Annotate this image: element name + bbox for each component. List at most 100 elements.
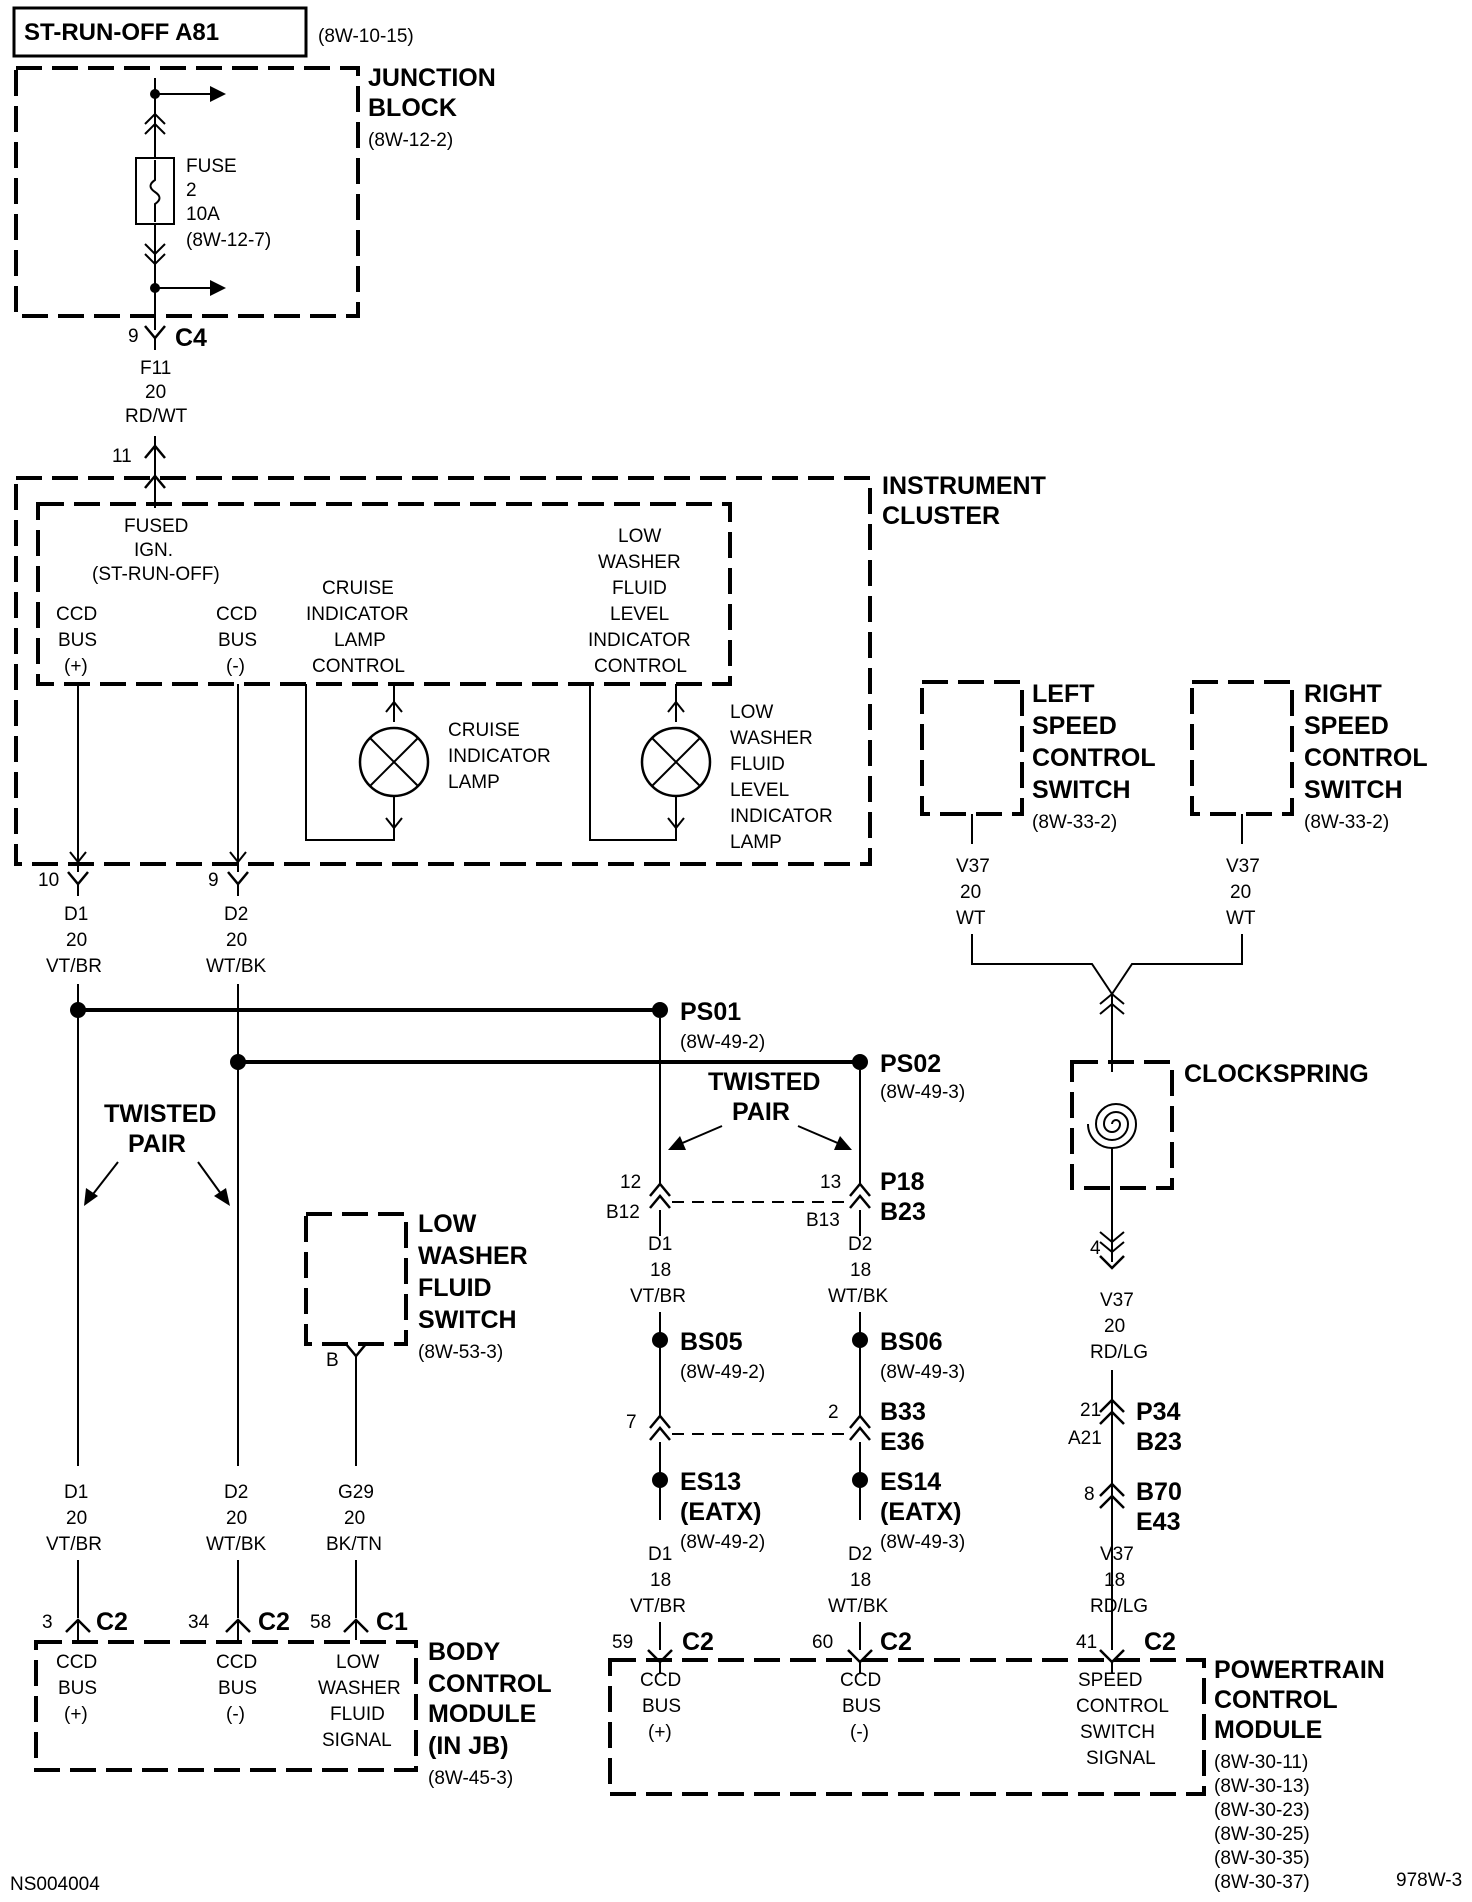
es13-sub: (EATX) [680, 1498, 761, 1526]
fuse-label-2: 2 [186, 180, 197, 201]
pcm-pin-3: 41 [1076, 1632, 1097, 1653]
wire-g29-circuit: G29 [338, 1482, 374, 1503]
b33-connector: B33 [880, 1398, 926, 1426]
wire-d2-top-circuit: D2 [224, 904, 248, 925]
wire-d1-top-circuit: D1 [64, 904, 88, 925]
bs06-label: BS06 [880, 1328, 943, 1356]
washer-switch-name-2: WASHER [418, 1242, 528, 1270]
left-switch-name-4: SWITCH [1032, 776, 1131, 804]
wire-v37-rdlg20-circuit: V37 [1100, 1290, 1134, 1311]
bcm-ccd-pos-1: CCD [56, 1652, 97, 1673]
fuse-label-4: (8W-12-7) [186, 230, 271, 251]
wire-d2-bot-gauge: 20 [226, 1508, 247, 1529]
wire-v37-left-gauge: 20 [960, 882, 981, 903]
wire-d2-bot-color: WT/BK [206, 1534, 266, 1555]
pcm-box [608, 1658, 1206, 1796]
ic-ccd-pos-2: BUS [58, 630, 97, 651]
wire-d2-18-a-circuit: D2 [848, 1234, 872, 1255]
wire-v37-left-color: WT [956, 908, 986, 929]
pcm-ccd-neg-3: (-) [850, 1722, 869, 1743]
wire-f11-circuit: F11 [140, 358, 171, 379]
ic-ccd-pos-3: (+) [64, 656, 88, 677]
ps01-label: PS01 [680, 998, 741, 1026]
cruise-lamp-2: INDICATOR [448, 746, 551, 767]
junction-block-box [14, 66, 360, 318]
washer-lamp-4: LEVEL [730, 780, 789, 801]
wire-v37-right-color: WT [1226, 908, 1256, 929]
pcm-name-2: CONTROL [1214, 1686, 1338, 1714]
instrument-cluster-name-2: CLUSTER [882, 502, 1000, 530]
pcm-ccd-pos-3: (+) [648, 1722, 672, 1743]
bcm-ref: (8W-45-3) [428, 1768, 513, 1789]
p18-pin-l-bot: B12 [606, 1202, 640, 1223]
wire-g29-color: BK/TN [326, 1534, 382, 1555]
bcm-conn-3: C1 [376, 1608, 408, 1636]
wire-d1-18-b-color: VT/BR [630, 1596, 686, 1617]
pcm-ref-1: (8W-30-11) [1214, 1752, 1308, 1773]
right-switch-name-4: SWITCH [1304, 776, 1403, 804]
wire-v37-rdlg18-color: RD/LG [1090, 1596, 1148, 1617]
p18-pin-r-top: 13 [820, 1172, 841, 1193]
wire-d1-18-a-gauge: 18 [650, 1260, 671, 1281]
pcm-speed-1: SPEED [1078, 1670, 1142, 1691]
cruise-lamp-3: LAMP [448, 772, 500, 793]
p34-pin-bot: A21 [1068, 1428, 1102, 1449]
wire-f11-color: RD/WT [125, 406, 188, 427]
pcm-conn-1: C2 [682, 1628, 714, 1656]
fused-ign-3: (ST-RUN-OFF) [92, 564, 220, 585]
washer-lamp-5: INDICATOR [730, 806, 833, 827]
wire-v37-right-gauge: 20 [1230, 882, 1251, 903]
cruise-ctrl-3: LAMP [334, 630, 386, 651]
wire-d2-18-b-color: WT/BK [828, 1596, 888, 1617]
bs05-label: BS05 [680, 1328, 743, 1356]
washer-ctrl-4: LEVEL [610, 604, 669, 625]
title: ST-RUN-OFF A81 [24, 19, 219, 46]
wire-d1-18-b-circuit: D1 [648, 1544, 672, 1565]
pcm-ccd-pos-2: BUS [642, 1696, 681, 1717]
right-speed-switch-box [1190, 680, 1294, 816]
wire-d2-18-a-color: WT/BK [828, 1286, 888, 1307]
pcm-speed-3: SWITCH [1080, 1722, 1155, 1743]
es14-ref: (8W-49-3) [880, 1532, 965, 1553]
instrument-cluster-inner-box [36, 502, 732, 686]
clockspring-label: CLOCKSPRING [1184, 1060, 1369, 1088]
washer-switch-name-4: SWITCH [418, 1306, 517, 1334]
wire-v37-right-circuit: V37 [1226, 856, 1260, 877]
ps01-splice [652, 1002, 668, 1018]
ic-ccd-pos-1: CCD [56, 604, 97, 625]
pcm-ref-4: (8W-30-25) [1214, 1824, 1310, 1845]
title-box [12, 6, 308, 58]
bcm-name-1: BODY [428, 1638, 501, 1666]
bcm-washer-4: SIGNAL [322, 1730, 392, 1751]
bcm-ccd-neg-1: CCD [216, 1652, 257, 1673]
bs05-splice [652, 1332, 668, 1348]
bcm-ccd-neg-3: (-) [226, 1704, 245, 1725]
bcm-ccd-neg-2: BUS [218, 1678, 257, 1699]
p34-connector: P34 [1136, 1398, 1181, 1426]
bcm-ccd-pos-2: BUS [58, 1678, 97, 1699]
p18-connector: P18 [880, 1168, 925, 1196]
bcm-washer-3: FLUID [330, 1704, 385, 1725]
bs06-ref: (8W-49-3) [880, 1362, 965, 1383]
wire-d2-bot-circuit: D2 [224, 1482, 248, 1503]
washer-switch-name-3: FLUID [418, 1274, 492, 1302]
twisted-pair-mid-2: PAIR [732, 1098, 790, 1126]
e43-connector: E43 [1136, 1508, 1180, 1536]
wire-d2-top-color: WT/BK [206, 956, 266, 977]
washer-lamp-6: LAMP [730, 832, 782, 853]
es13-label: ES13 [680, 1468, 741, 1496]
instrument-cluster-name-1: INSTRUMENT [882, 472, 1046, 500]
clockspring-box [1070, 1060, 1174, 1190]
ps02-ref: (8W-49-3) [880, 1082, 965, 1103]
bcm-pin-3: 58 [310, 1612, 331, 1633]
wire-v37-rdlg20-color: RD/LG [1090, 1342, 1148, 1363]
wire-v37-left-circuit: V37 [956, 856, 990, 877]
pcm-conn-3: C2 [1144, 1628, 1176, 1656]
pcm-ref-3: (8W-30-23) [1214, 1800, 1310, 1821]
pcm-ccd-neg-2: BUS [842, 1696, 881, 1717]
bcm-washer-2: WASHER [318, 1678, 401, 1699]
washer-ctrl-5: INDICATOR [588, 630, 691, 651]
wire-d2-18-b-gauge: 18 [850, 1570, 871, 1591]
bcm-ccd-pos-3: (+) [64, 1704, 88, 1725]
pcm-pin-1: 59 [612, 1632, 633, 1653]
